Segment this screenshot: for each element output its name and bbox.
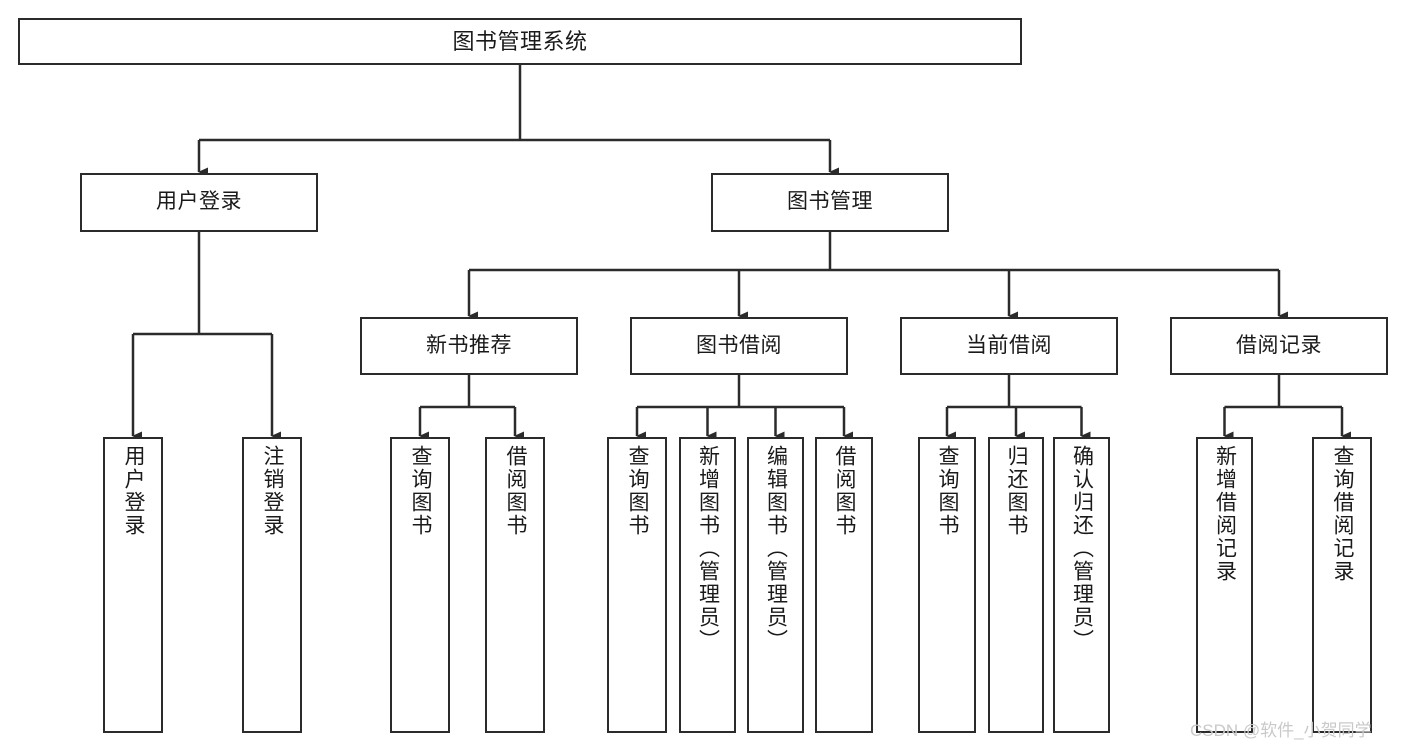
node-label: 图书管理 — [787, 190, 873, 214]
node-label: 查询图书 — [936, 445, 960, 537]
node-label: 归还图书 — [1005, 445, 1029, 537]
csdn-watermark: CSDN @软件_小贺同学 — [1190, 721, 1372, 740]
node-label: 用户登录 — [156, 190, 242, 214]
node-label: 借阅图书 — [504, 445, 528, 537]
node-user-login[interactable]: 用户登录 — [80, 173, 318, 232]
tree-connectors — [131, 65, 1351, 441]
node-leaf-edit-book[interactable]: 编辑图书（管理员） — [747, 437, 804, 733]
node-leaf-add-record[interactable]: 新增借阅记录 — [1196, 437, 1253, 733]
node-leaf-query-book-2[interactable]: 查询图书 — [607, 437, 667, 733]
node-borrow-record[interactable]: 借阅记录 — [1170, 317, 1388, 375]
node-leaf-add-book[interactable]: 新增图书（管理员） — [679, 437, 736, 733]
node-current-borrow[interactable]: 当前借阅 — [900, 317, 1118, 375]
node-label: 注销登录 — [261, 445, 285, 537]
node-leaf-return-book[interactable]: 归还图书 — [988, 437, 1044, 733]
node-label: 查询图书 — [626, 445, 650, 537]
node-label: 用户登录 — [122, 445, 146, 537]
node-label: 借阅记录 — [1236, 333, 1322, 357]
node-label: 新增图书（管理员） — [696, 445, 720, 652]
node-leaf-logout[interactable]: 注销登录 — [242, 437, 302, 733]
node-label: 图书借阅 — [696, 333, 782, 357]
node-book-borrow[interactable]: 图书借阅 — [630, 317, 848, 375]
node-label: 编辑图书（管理员） — [764, 445, 788, 652]
node-leaf-query-book-3[interactable]: 查询图书 — [918, 437, 976, 733]
node-label: 查询借阅记录 — [1331, 445, 1355, 583]
node-leaf-borrow-book-1[interactable]: 借阅图书 — [485, 437, 545, 733]
node-new-book-rec[interactable]: 新书推荐 — [360, 317, 578, 375]
node-label: 查询图书 — [409, 445, 433, 537]
node-label: 当前借阅 — [966, 333, 1052, 357]
node-book-mgmt[interactable]: 图书管理 — [711, 173, 949, 232]
node-leaf-confirm-return[interactable]: 确认归还（管理员） — [1053, 437, 1110, 733]
node-label: 新书推荐 — [426, 333, 512, 357]
node-leaf-borrow-book-2[interactable]: 借阅图书 — [815, 437, 873, 733]
node-label: 新增借阅记录 — [1213, 445, 1237, 583]
node-leaf-query-book-1[interactable]: 查询图书 — [390, 437, 450, 733]
node-label: 确认归还（管理员） — [1070, 445, 1094, 652]
node-root[interactable]: 图书管理系统 — [18, 18, 1022, 65]
node-leaf-user-login[interactable]: 用户登录 — [103, 437, 163, 733]
node-label: 借阅图书 — [833, 445, 857, 537]
node-leaf-query-record[interactable]: 查询借阅记录 — [1312, 437, 1372, 733]
node-label: 图书管理系统 — [452, 28, 588, 54]
